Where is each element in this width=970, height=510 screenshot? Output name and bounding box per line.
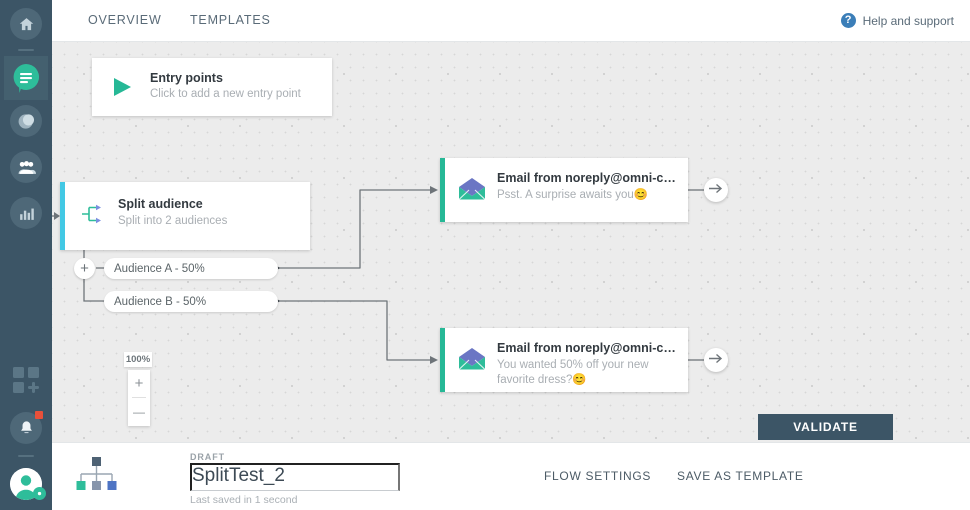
- analytics-icon: [18, 205, 35, 222]
- branch-label: Audience A - 50%: [114, 262, 205, 275]
- split-node-title: Split audience: [118, 197, 203, 211]
- entry-points-node[interactable]: Entry points Click to add a new entry po…: [92, 58, 332, 116]
- email-node-a-subtitle: Psst. A surprise awaits you😊: [497, 189, 649, 201]
- zoom-controls-divider: [132, 397, 146, 398]
- tab-overview[interactable]: OVERVIEW: [88, 13, 162, 27]
- apps-add-icon: [12, 367, 42, 400]
- left-sidebar: [0, 0, 52, 510]
- moon-icon: [17, 112, 36, 131]
- email-node-b-title: Email from noreply@omni-commu…: [497, 341, 677, 355]
- flow-status-label: DRAFT: [190, 452, 225, 462]
- flow-canvas[interactable]: Entry points Click to add a new entry po…: [52, 42, 970, 442]
- entry-points-title: Entry points: [150, 71, 223, 85]
- split-node-accent-bar: [60, 182, 65, 250]
- envelope-icon: [458, 348, 486, 375]
- branch-pill-audience-b[interactable]: Audience B - 50%: [104, 291, 278, 312]
- split-node-subtitle: Split into 2 audiences: [118, 215, 228, 227]
- flow-saved-text: Last saved in 1 second: [190, 494, 298, 506]
- add-branch-button[interactable]: +: [74, 258, 95, 279]
- flow-name-input[interactable]: [190, 463, 400, 491]
- split-audience-node[interactable]: Split audience Split into 2 audiences: [60, 182, 310, 250]
- help-label: Help and support: [862, 13, 954, 28]
- flow-tree-icon: [74, 457, 118, 500]
- save-as-template-button[interactable]: SAVE AS TEMPLATE: [677, 469, 804, 483]
- split-icon: [82, 204, 106, 229]
- bell-icon: [18, 420, 35, 437]
- email-node-b-subtitle: You wanted 50% off your new favorite dre…: [497, 359, 649, 386]
- tab-templates[interactable]: TEMPLATES: [190, 13, 271, 27]
- sidebar-item-analytics[interactable]: [10, 197, 42, 229]
- home-icon: [18, 16, 35, 33]
- zoom-in-button[interactable]: +: [134, 375, 144, 392]
- email-node-b[interactable]: Email from noreply@omni-commu… You wante…: [440, 328, 688, 392]
- zoom-level-label: 100%: [124, 352, 152, 367]
- email-node-accent-bar: [440, 158, 445, 222]
- branch-pill-audience-a[interactable]: Audience A - 50%: [104, 258, 278, 279]
- sidebar-item-apps[interactable]: [12, 366, 42, 396]
- messages-icon: [10, 63, 42, 98]
- sidebar-item-contacts[interactable]: [10, 151, 42, 183]
- envelope-icon: [458, 178, 486, 205]
- play-icon: [114, 78, 131, 101]
- notification-badge: [35, 411, 43, 419]
- arrow-right-icon: [709, 181, 723, 199]
- email-node-a-next-step-button[interactable]: [704, 178, 728, 202]
- help-and-support-link[interactable]: ? Help and support: [840, 13, 954, 28]
- flow-settings-button[interactable]: FLOW SETTINGS: [544, 469, 652, 483]
- help-icon: ?: [840, 13, 856, 28]
- sidebar-item-messages[interactable]: [10, 62, 42, 94]
- email-node-accent-bar: [440, 328, 445, 392]
- entry-points-subtitle: Click to add a new entry point: [150, 88, 301, 100]
- zoom-controls: + —: [128, 370, 150, 426]
- sidebar-divider-bottom: [18, 455, 34, 457]
- email-node-a-title: Email from noreply@omni-commu…: [497, 171, 677, 185]
- validate-button[interactable]: VALIDATE: [758, 414, 893, 440]
- avatar-settings-gear-icon[interactable]: [33, 487, 46, 500]
- zoom-out-button[interactable]: —: [133, 404, 145, 419]
- arrow-right-icon: [709, 351, 723, 369]
- top-navigation-bar: OVERVIEW TEMPLATES ? Help and support: [52, 0, 970, 42]
- avatar[interactable]: [10, 468, 42, 500]
- email-node-a[interactable]: Email from noreply@omni-commu… Psst. A s…: [440, 158, 688, 222]
- email-node-b-next-step-button[interactable]: [704, 348, 728, 372]
- bottom-action-bar: DRAFT Last saved in 1 second FLOW SETTIN…: [52, 442, 970, 510]
- sidebar-item-automation[interactable]: [10, 105, 42, 137]
- contacts-icon: [17, 158, 36, 177]
- sidebar-item-notifications[interactable]: [10, 411, 43, 444]
- sidebar-divider-top: [18, 49, 34, 51]
- sidebar-item-home[interactable]: [10, 8, 42, 40]
- branch-label: Audience B - 50%: [114, 295, 207, 308]
